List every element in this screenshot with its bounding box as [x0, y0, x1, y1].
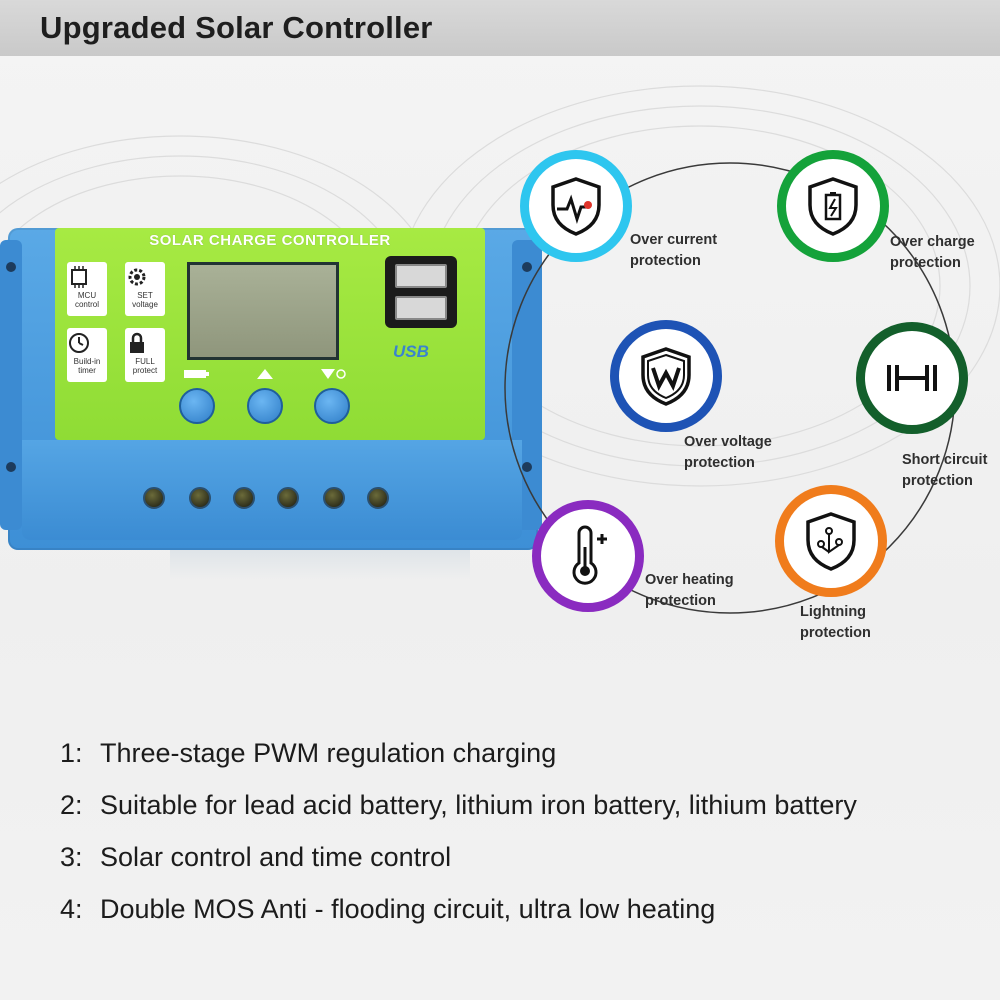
usb-port[interactable]	[395, 296, 447, 320]
usb-port[interactable]	[395, 264, 447, 288]
terminal-screw	[233, 487, 255, 509]
list-item: 3: Solar control and time control	[60, 842, 451, 873]
shield-w-icon	[641, 347, 691, 406]
list-item: 4: Double MOS Anti - flooding circuit, ul…	[60, 894, 715, 925]
gear-icon	[128, 268, 146, 286]
terminal-cover	[22, 440, 522, 540]
down-arrow-icon	[321, 369, 346, 379]
feature-over-current	[520, 150, 632, 262]
shield-battery-icon	[808, 177, 858, 236]
usb-label: USB	[393, 342, 429, 361]
lock-icon	[130, 332, 144, 353]
terminal-screw	[189, 487, 211, 509]
terminal-screw	[277, 487, 299, 509]
terminal-screw	[367, 487, 389, 509]
screw	[6, 462, 16, 472]
page-title: Upgraded Solar Controller	[40, 10, 433, 45]
list-item-text: Suitable for lead acid battery, lithium …	[100, 790, 857, 820]
feature-over-charge	[777, 150, 889, 262]
list-item-text: Solar control and time control	[100, 842, 452, 872]
thermometer-icon	[572, 525, 607, 585]
list-item-number: 4:	[60, 894, 83, 924]
device-reflection	[170, 550, 470, 580]
feature-over-heating	[532, 500, 644, 612]
list-item-number: 3:	[60, 842, 83, 872]
title-bar: Upgraded Solar Controller	[0, 0, 1000, 56]
lcd-screen	[187, 262, 339, 360]
screw	[6, 262, 16, 272]
clock-icon	[69, 333, 89, 353]
feature-over-voltage	[610, 320, 722, 432]
panel-label: SOLAR CHARGE CONTROLLER	[149, 232, 391, 249]
list-item-text: Three-stage PWM regulation charging	[100, 738, 557, 768]
terminal-screw	[143, 487, 165, 509]
up-arrow-icon	[257, 369, 273, 379]
list-item-number: 2:	[60, 790, 83, 820]
list-item: 1: Three-stage PWM regulation charging	[60, 738, 556, 769]
list-item: 2: Suitable for lead acid battery, lithiu…	[60, 790, 857, 821]
chip-icon	[71, 266, 87, 288]
feature-lightning	[775, 485, 887, 597]
terminal-screw	[323, 487, 345, 509]
device-mount-left	[0, 240, 22, 530]
list-item-number: 1:	[60, 738, 83, 768]
shield-pulse-icon	[551, 177, 601, 236]
up-button[interactable]	[247, 388, 283, 424]
menu-symbol-icon	[184, 370, 209, 378]
menu-button[interactable]	[179, 388, 215, 424]
feature-short-circuit	[856, 322, 968, 434]
screw	[522, 262, 532, 272]
shield-circuit-icon	[806, 512, 856, 571]
short-circuit-icon	[887, 365, 937, 391]
down-button[interactable]	[314, 388, 350, 424]
usb-ports	[385, 256, 457, 328]
screw	[522, 462, 532, 472]
list-item-text: Double MOS Anti - flooding circuit, ultr…	[100, 894, 716, 924]
